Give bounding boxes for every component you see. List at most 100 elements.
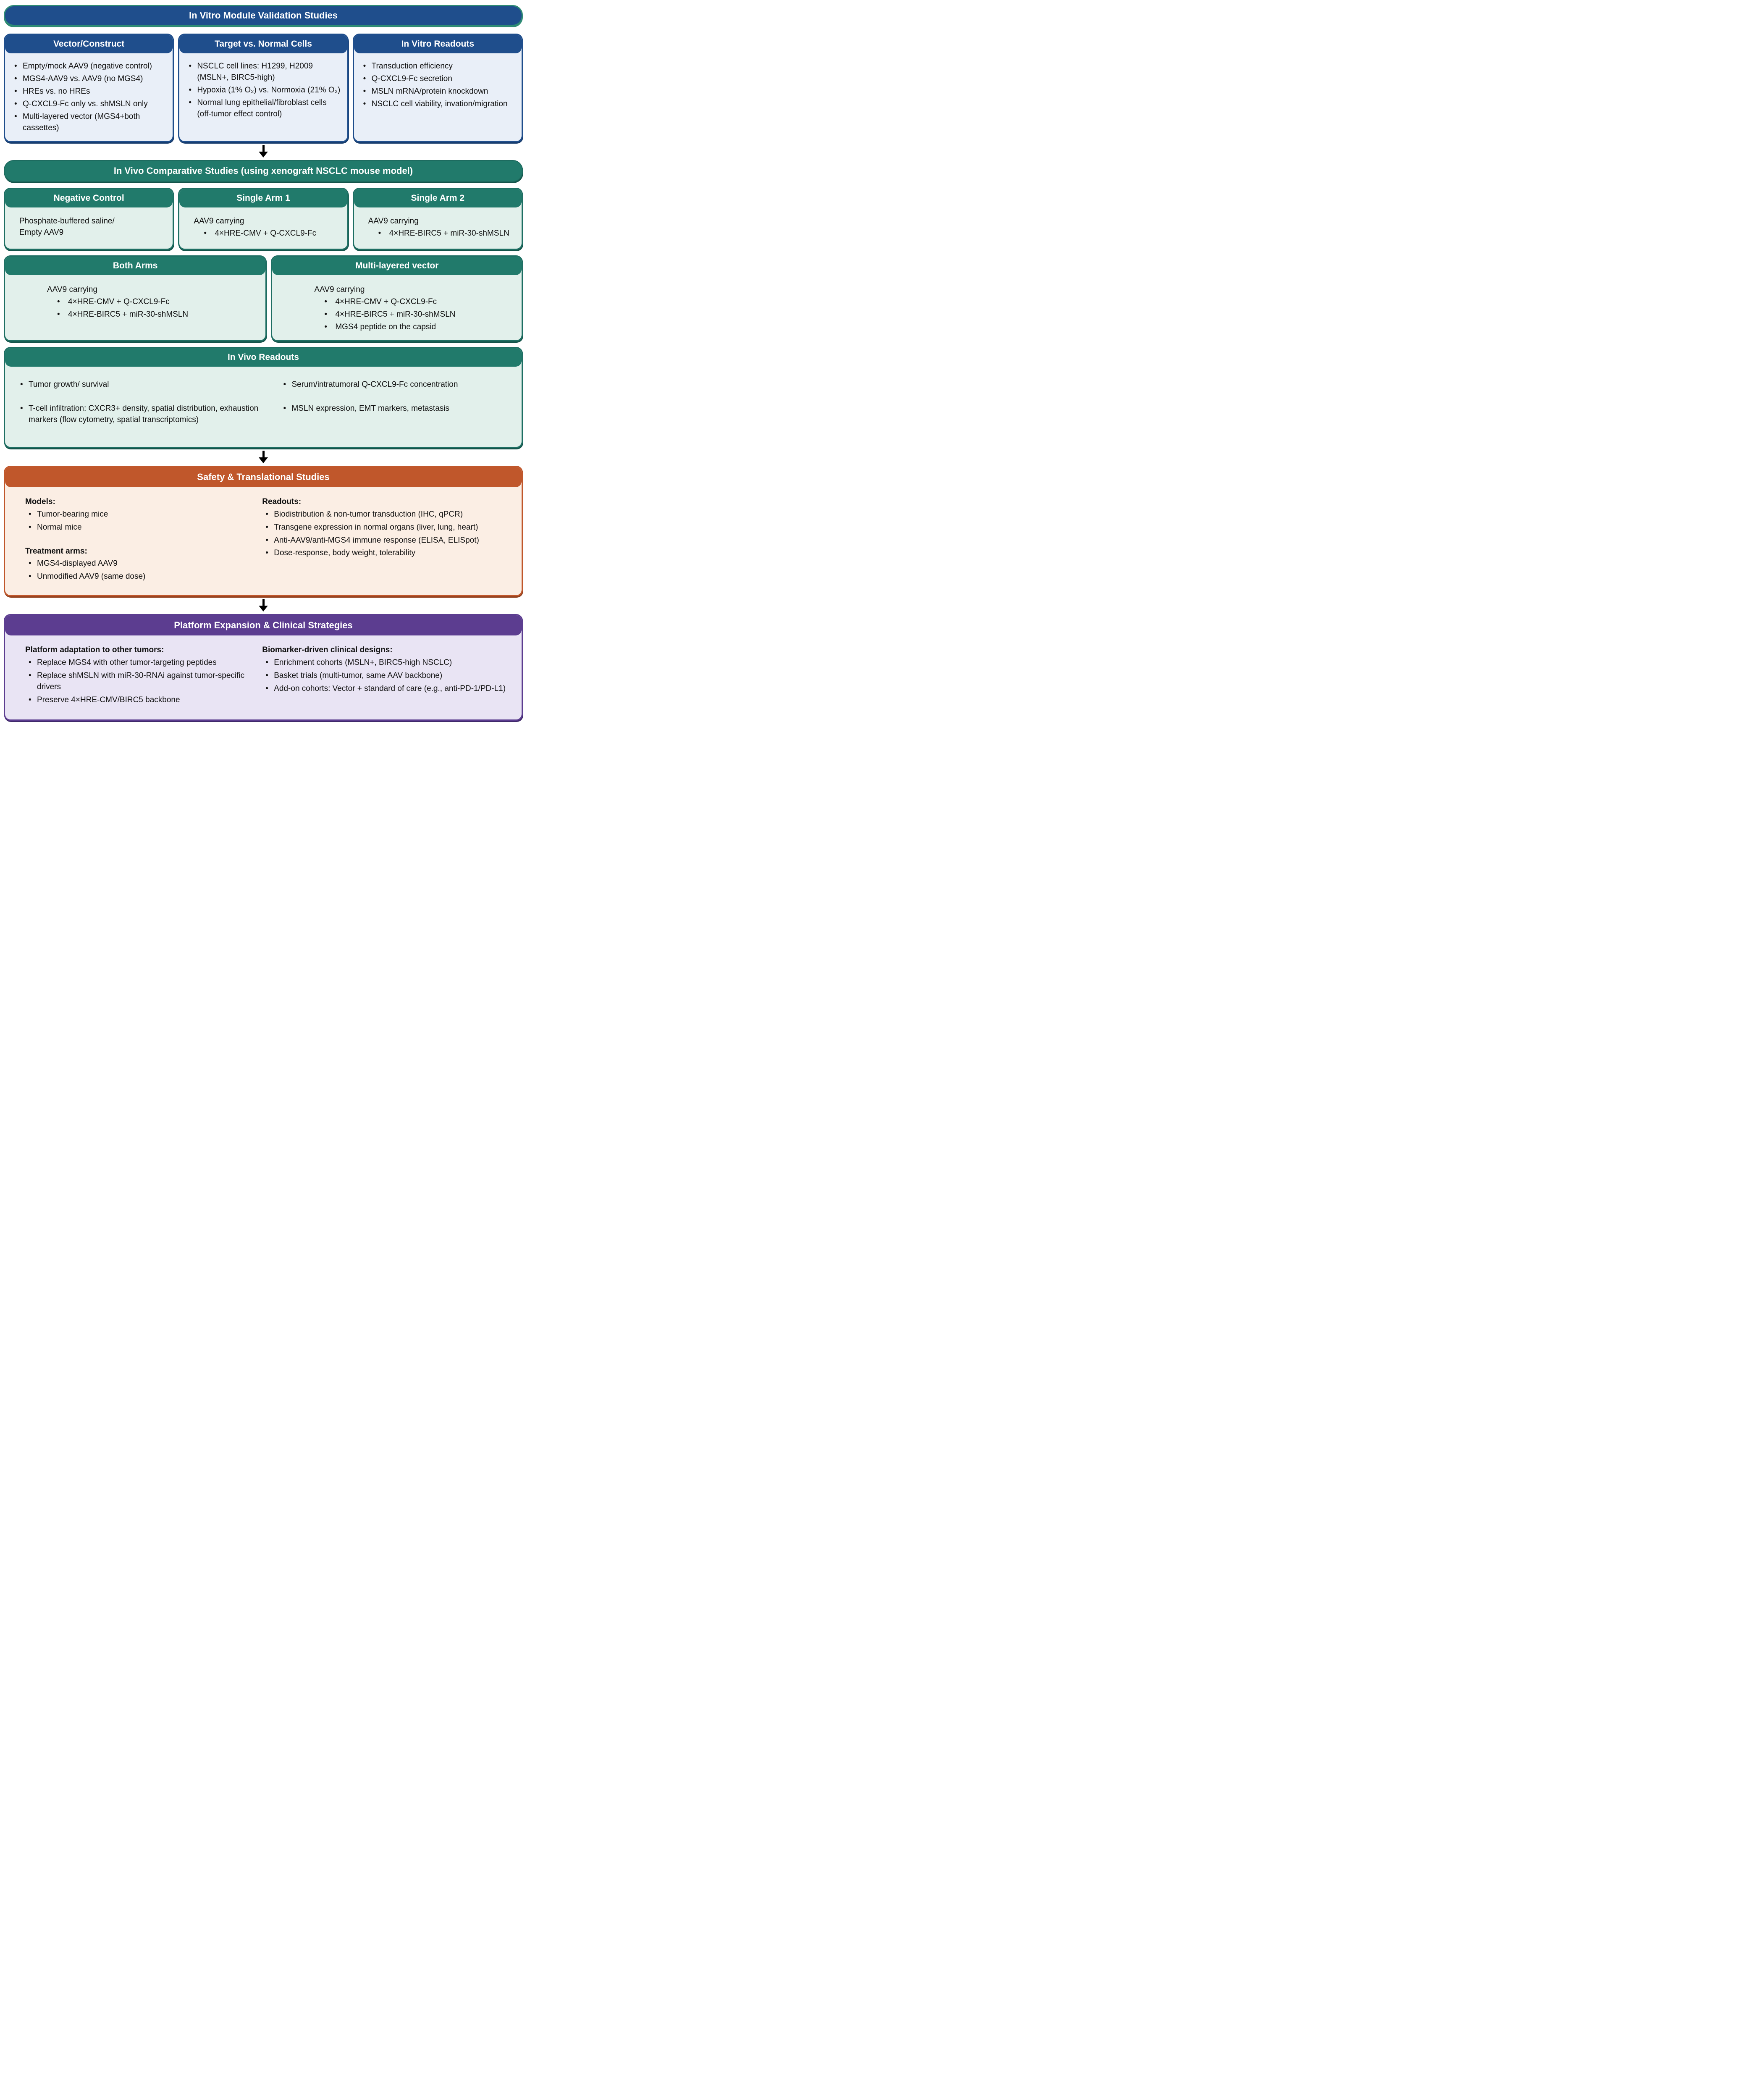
safety-treatment-arms-list: MGS4-displayed AAV9 Unmodified AAV9 (sam… — [25, 558, 254, 583]
target-vs-normal-list: NSCLC cell lines: H1299, H2009 (MSLN+, B… — [179, 53, 347, 141]
card-title-in-vitro-readouts: In Vitro Readouts — [354, 35, 522, 53]
group-heading: Platform adaptation to other tumors: — [25, 646, 164, 655]
list-item: MGS4-displayed AAV9 — [25, 558, 254, 570]
list-item: 4×HRE-BIRC5 + miR-30-shMSLN — [320, 309, 516, 320]
list-item: Serum/intratumoral Q-CXCL9-Fc concentrat… — [280, 379, 513, 391]
card-title-text: Negative Control — [53, 193, 124, 203]
safety-readouts-group: Readouts: Biodistribution & non-tumor tr… — [262, 496, 512, 559]
card-title-text: Single Arm 1 — [236, 193, 290, 203]
group-heading: Models: — [25, 497, 55, 506]
platform-adaptation-list: Replace MGS4 with other tumor-targeting … — [25, 657, 254, 706]
card-title-text: In Vivo Readouts — [228, 352, 299, 362]
card-title-single-arm-1: Single Arm 1 — [179, 189, 347, 207]
list-item: 4×HRE-CMV + Q-CXCL9-Fc — [199, 228, 341, 239]
study-design-flowchart: In Vitro Module Validation Studies Vecto… — [0, 0, 527, 727]
in-vitro-cards-row: Vector/Construct Empty/mock AAV9 (negati… — [4, 34, 523, 142]
section-title-text: Platform Expansion & Clinical Strategies — [174, 620, 353, 631]
platform-left-column: Platform adaptation to other tumors: Rep… — [25, 645, 262, 709]
safety-models-group: Models: Tumor-bearing mice Normal mice — [25, 496, 254, 533]
safety-readouts-list: Biodistribution & non-tumor transduction… — [262, 509, 512, 559]
multi-layered-vector-list: 4×HRE-CMV + Q-CXCL9-Fc 4×HRE-BIRC5 + miR… — [314, 297, 516, 333]
list-item: Add-on cohorts: Vector + standard of car… — [262, 683, 512, 695]
list-item: Biodistribution & non-tumor transduction… — [262, 509, 512, 520]
in-vivo-readouts-right-list: Serum/intratumoral Q-CXCL9-Fc concentrat… — [280, 379, 513, 438]
platform-biomarker-group: Biomarker-driven clinical designs: Enric… — [262, 645, 512, 695]
list-item: MSLN expression, EMT markers, metastasis — [280, 403, 513, 415]
list-item: T-cell infiltration: CXCR3+ density, spa… — [17, 403, 280, 426]
card-both-arms: Both Arms AAV9 carrying 4×HRE-CMV + Q-CX… — [4, 255, 267, 341]
both-arms-body: AAV9 carrying 4×HRE-CMV + Q-CXCL9-Fc 4×H… — [5, 275, 265, 340]
platform-adaptation-group: Platform adaptation to other tumors: Rep… — [25, 645, 254, 706]
card-title-both-arms: Both Arms — [5, 256, 266, 275]
list-item: Unmodified AAV9 (same dose) — [25, 571, 254, 583]
list-item: Enrichment cohorts (MSLN+, BIRC5-high NS… — [262, 657, 512, 669]
section-title-platform-expansion: Platform Expansion & Clinical Strategies — [5, 615, 522, 636]
group-heading: Biomarker-driven clinical designs: — [262, 646, 393, 655]
list-item: Replace shMSLN with miR-30-RNAi against … — [25, 670, 254, 693]
in-vivo-readouts-body: Tumor growth/ survival T-cell infiltrati… — [5, 367, 522, 447]
list-item: Transgene expression in normal organs (l… — [262, 522, 512, 533]
list-item: 4×HRE-CMV + Q-CXCL9-Fc — [320, 297, 516, 308]
negative-control-body: Phosphate-buffered saline/ Empty AAV9 — [5, 207, 173, 249]
safety-body: Models: Tumor-bearing mice Normal mice T… — [5, 487, 522, 596]
list-item: 4×HRE-BIRC5 + miR-30-shMSLN — [53, 309, 260, 320]
arrow-stem — [262, 599, 265, 606]
in-vitro-readouts-list: Transduction efficiency Q-CXCL9-Fc secre… — [354, 53, 522, 141]
list-item: Anti-AAV9/anti-MGS4 immune response (ELI… — [262, 535, 512, 546]
in-vivo-arms-row-2: Both Arms AAV9 carrying 4×HRE-CMV + Q-CX… — [4, 255, 523, 341]
card-title-single-arm-2: Single Arm 2 — [354, 189, 522, 207]
group-heading: Treatment arms: — [25, 546, 87, 556]
list-item: Multi-layered vector (MGS4+both cassette… — [11, 111, 168, 134]
list-item: 4×HRE-BIRC5 + miR-30-shMSLN — [374, 228, 516, 239]
list-item: NSCLC cell lines: H1299, H2009 (MSLN+, B… — [185, 61, 342, 84]
arrow-head — [259, 457, 268, 463]
card-vector-construct: Vector/Construct Empty/mock AAV9 (negati… — [4, 34, 174, 142]
arm-intro: AAV9 carrying — [368, 216, 419, 226]
single-arm-1-list: 4×HRE-CMV + Q-CXCL9-Fc — [194, 228, 341, 239]
list-item: 4×HRE-CMV + Q-CXCL9-Fc — [53, 297, 260, 308]
list-item: Hypoxia (1% O₂) vs. Normoxia (21% O₂) — [185, 85, 342, 96]
card-title-text: Both Arms — [113, 260, 158, 270]
in-vivo-readouts-left-list: Tumor growth/ survival T-cell infiltrati… — [17, 379, 280, 438]
card-title-text: Multi-layered vector — [355, 260, 439, 270]
card-title-text: Single Arm 2 — [411, 193, 465, 203]
card-title-vector-construct: Vector/Construct — [5, 35, 173, 53]
list-item: Normal mice — [25, 522, 254, 533]
card-single-arm-1: Single Arm 1 AAV9 carrying 4×HRE-CMV + Q… — [178, 187, 349, 250]
arrow-stem — [262, 144, 265, 152]
card-title-text: In Vitro Readouts — [401, 39, 475, 49]
arrow-stem — [262, 450, 265, 457]
in-vivo-arms-row-1: Negative Control Phosphate-buffered sali… — [4, 187, 523, 250]
card-title-text: Vector/Construct — [53, 39, 125, 49]
safety-left-column: Models: Tumor-bearing mice Normal mice T… — [25, 496, 262, 585]
section-safety-translational: Safety & Translational Studies Models: T… — [4, 465, 523, 597]
list-item: Normal lung epithelial/fibroblast cells … — [185, 97, 342, 120]
card-title-in-vivo-readouts: In Vivo Readouts — [5, 348, 522, 367]
arrow-head — [259, 151, 268, 158]
card-multi-layered-vector: Multi-layered vector AAV9 carrying 4×HRE… — [271, 255, 523, 341]
arrow-down-icon — [4, 599, 523, 612]
list-item: Transduction efficiency — [360, 61, 517, 72]
list-item: Basket trials (multi-tumor, same AAV bac… — [262, 670, 512, 682]
banner-title: In Vivo Comparative Studies (using xenog… — [113, 165, 413, 176]
card-target-vs-normal-cells: Target vs. Normal Cells NSCLC cell lines… — [178, 34, 349, 142]
arm-description: Phosphate-buffered saline/ Empty AAV9 — [19, 216, 115, 237]
list-item: MSLN mRNA/protein knockdown — [360, 86, 517, 97]
safety-models-list: Tumor-bearing mice Normal mice — [25, 509, 254, 533]
vector-construct-list: Empty/mock AAV9 (negative control) MGS4-… — [5, 53, 173, 141]
card-title-negative-control: Negative Control — [5, 189, 173, 207]
card-negative-control: Negative Control Phosphate-buffered sali… — [4, 187, 174, 250]
banner-title: In Vitro Module Validation Studies — [189, 10, 338, 21]
arrow-down-icon — [4, 144, 523, 158]
card-title-text: Target vs. Normal Cells — [215, 39, 312, 49]
single-arm-1-body: AAV9 carrying 4×HRE-CMV + Q-CXCL9-Fc — [179, 207, 347, 249]
list-item: Tumor growth/ survival — [17, 379, 280, 391]
arm-intro: AAV9 carrying — [314, 285, 365, 294]
card-title-target-vs-normal-cells: Target vs. Normal Cells — [179, 35, 347, 53]
list-item: Preserve 4×HRE-CMV/BIRC5 backbone — [25, 695, 254, 706]
banner-in-vivo-comparative-studies: In Vivo Comparative Studies (using xenog… — [4, 160, 523, 182]
list-item: HREs vs. no HREs — [11, 86, 168, 97]
list-item: NSCLC cell viability, invation/migration — [360, 99, 517, 110]
group-heading: Readouts: — [262, 497, 302, 506]
card-single-arm-2: Single Arm 2 AAV9 carrying 4×HRE-BIRC5 +… — [352, 187, 523, 250]
